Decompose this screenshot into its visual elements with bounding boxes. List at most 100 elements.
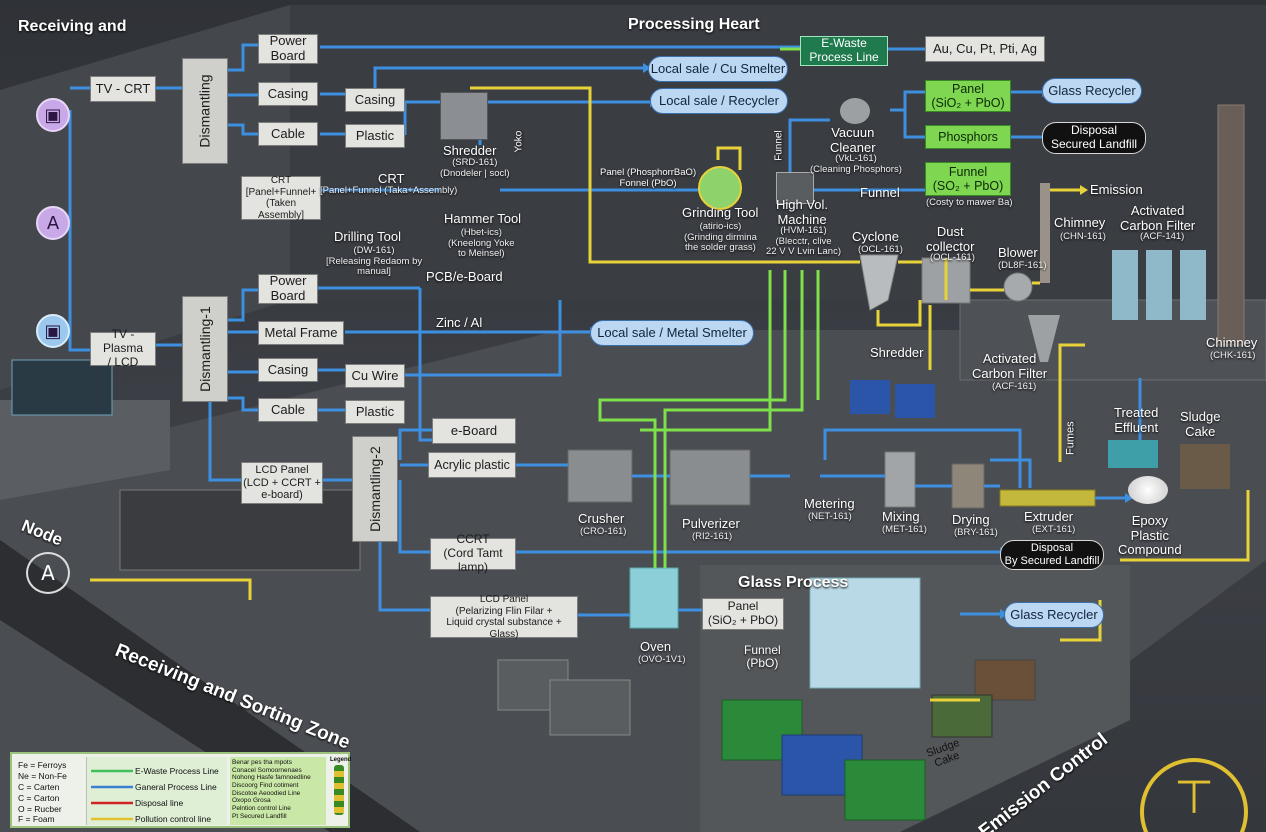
lcd-power-board[interactable]: Power Board xyxy=(258,273,318,304)
crt-casing[interactable]: Casing xyxy=(258,82,318,106)
lcd-plastic[interactable]: Plastic xyxy=(345,400,405,424)
line-vac-panel xyxy=(890,90,925,112)
legend-line-swatches xyxy=(91,769,133,821)
outlet-metal-smelter[interactable]: Local sale / Metal Smelter xyxy=(590,320,754,346)
emission-label: Emission xyxy=(1090,182,1143,197)
lcd-cable[interactable]: Cable xyxy=(258,398,318,422)
hammer-tool-sub: (Hbet-ics) (Kneelong Yoke to Meinsel) xyxy=(448,227,515,260)
disposal-landfill-low[interactable]: Disposal By Secured Landfill xyxy=(1000,540,1104,570)
line-d2-lcdpanel xyxy=(378,515,430,612)
crt-cable[interactable]: Cable xyxy=(258,122,318,146)
outlet-cu-smelter[interactable]: Local sale / Cu Smelter xyxy=(648,56,788,82)
tv-crt-input-icon[interactable]: ▣ xyxy=(36,98,70,132)
activated-filter-low-shape xyxy=(1028,315,1060,362)
treated-effluent-label: Treated Effluent xyxy=(1114,405,1159,435)
glass-funnel-label: Funnel (PbO) xyxy=(744,643,781,671)
pulverizer-label: Pulverizer xyxy=(682,516,740,531)
legend-note-2: Conacel Somoornenaes xyxy=(232,766,302,774)
bin-sludge xyxy=(974,659,1036,701)
sludge-cake-label: Sludge Cake xyxy=(1180,409,1221,439)
dismantling-1[interactable]: Dismantling-1 xyxy=(182,296,228,402)
lcd-panel-2-box[interactable]: LCD Panel (Pelarizing Flin Filar + Liqui… xyxy=(430,594,578,640)
acrylic-plastic-box[interactable]: Acrylic plastic xyxy=(428,452,516,478)
line-green-3 xyxy=(663,270,804,568)
legend-panel: Fe = Ferroys Ne = Non-Fe C = Carten C = … xyxy=(10,752,351,828)
phosphors-box[interactable]: Phosphors xyxy=(925,125,1011,149)
tv-plasma-input-icon[interactable]: ▣ xyxy=(36,314,70,348)
activated-carbon-top-sub: (ACF-141) xyxy=(1140,231,1185,242)
disposal-landfill-top[interactable]: Disposal Secured Landfill xyxy=(1042,122,1146,154)
outlet-recycler[interactable]: Local sale / Recycler xyxy=(650,88,788,114)
pcb-eboard-label: PCB/e-Board xyxy=(426,269,503,284)
input-circle-a[interactable]: A xyxy=(36,206,70,240)
line-floor-yellow-1 xyxy=(90,578,252,600)
lcd-cu-wire[interactable]: Cu Wire xyxy=(345,364,405,388)
high-vol-machine-sub: (HVM-161) (Blecctr, clive 22 V V Lvin La… xyxy=(766,225,841,258)
line-input-a-top xyxy=(68,110,90,352)
activated-carbon-low-sub: (ACF-161) xyxy=(992,381,1037,392)
vacuum-cleaner-label: Vacuun Cleaner xyxy=(830,125,876,155)
oven-sub: (OVO-1V1) xyxy=(638,654,686,665)
blower-shape xyxy=(1003,272,1033,302)
crt-sub-label: [Panel+Funnel (Taka+Assembly) xyxy=(320,185,458,196)
tv-crt-box[interactable]: TV - CRT xyxy=(90,76,156,102)
ewaste-process-line-box[interactable]: E-Waste Process Line xyxy=(800,36,888,66)
line-green-2 xyxy=(640,270,772,432)
legend-abbrev-fe: Fe = Ferroys xyxy=(18,760,67,770)
mixing-label: Mixing xyxy=(882,509,920,524)
line-shredder-yellow xyxy=(470,86,860,264)
legend-note-5: Discotoe Aeoodied Line xyxy=(232,789,301,797)
chimney-small-label: Chimney xyxy=(1054,215,1106,230)
ewaste-process-lines xyxy=(598,47,820,568)
dismantling-1-label: Dismantling-1 xyxy=(196,306,213,392)
small-chimney xyxy=(1040,183,1050,283)
glass-furnace xyxy=(809,577,921,689)
panel-sio2-box[interactable]: Panel (SiO₂ + PbO) xyxy=(925,80,1011,112)
crt-plastic[interactable]: Plastic xyxy=(345,124,405,148)
arrow-cu xyxy=(643,63,651,73)
line-metering-up xyxy=(823,428,1022,488)
legend-symbol-stack-icon xyxy=(334,765,344,815)
arrow-emission xyxy=(1080,185,1088,195)
glass-recycler-low[interactable]: Glass Recycler xyxy=(1004,602,1104,628)
crt-casing-2[interactable]: Casing xyxy=(345,88,405,112)
lcd-metal-frame[interactable]: Metal Frame xyxy=(258,321,344,345)
line-drying-extr-up xyxy=(990,458,1032,488)
glass-recycler-top[interactable]: Glass Recycler xyxy=(1042,78,1142,104)
crt-power-board[interactable]: Power Board xyxy=(258,33,318,64)
panel-funnel-label: Panel (PhosphorrBaO) Fonnel (PbO) xyxy=(600,167,697,189)
fumes-label: Fumes xyxy=(1064,421,1077,455)
bin-green-2 xyxy=(844,759,926,821)
funnel-so2-box[interactable]: Funnel (SO₂ + PbO) xyxy=(925,162,1011,196)
line-eboard-up xyxy=(400,300,562,377)
glass-panel-box[interactable]: Panel (SiO₂ + PbO) xyxy=(702,598,784,630)
line-casing-cu xyxy=(373,66,643,90)
legend-abbrev-ne: Ne = Non-Fe xyxy=(18,770,67,781)
lcd-panel-box[interactable]: LCD Panel (LCD + CCRT + e-board) xyxy=(241,462,323,504)
legend-line-ewaste: E-Waste Process Line xyxy=(135,766,219,776)
dismantling-2[interactable]: Dismantling-2 xyxy=(352,436,398,542)
epoxy-pellets-icon xyxy=(1128,476,1168,504)
metering-sub: (NET-161) xyxy=(808,511,852,522)
dismantling-top[interactable]: Dismantling xyxy=(182,58,228,164)
legend-note-7: Pelntion control Line xyxy=(232,804,291,812)
lcd-casing[interactable]: Casing xyxy=(258,358,318,382)
crt-assembly-box[interactable]: CRT [Panel+Funnel+ (Taken Assembly] xyxy=(241,175,321,221)
line-dismantling-power xyxy=(228,43,258,72)
metals-box[interactable]: Au, Cu, Pt, Pti, Ag xyxy=(925,36,1045,62)
grinding-tool-label: Grinding Tool xyxy=(682,205,759,220)
tv-plasma-box[interactable]: TV - Plasma / LCD xyxy=(90,327,156,369)
funnel-flow-label: Funnel xyxy=(860,185,900,200)
e-board-box[interactable]: e-Board xyxy=(432,418,516,444)
dismantling-top-label: Dismantling xyxy=(196,74,213,148)
sludge-stack xyxy=(1180,444,1230,489)
crusher-label: Crusher xyxy=(578,511,625,526)
grinding-tool-sub: (atirio-ics) (Grinding dirmina the solde… xyxy=(684,221,757,254)
line-cyclone-bottom xyxy=(876,300,922,327)
blower-sub: (DL8F-161) xyxy=(998,260,1047,271)
legend-note-8: Pt Secured Landfill xyxy=(232,812,287,820)
line-dismantling-cable xyxy=(228,123,258,136)
funnel-vertical-label: Funnel xyxy=(773,130,785,161)
legend-abbreviations: Fe = Ferroys Ne = Non-Fe C = Carten C = … xyxy=(18,760,67,825)
ccrt-box[interactable]: CCRT (Cord Tamt lamp) xyxy=(430,532,516,574)
